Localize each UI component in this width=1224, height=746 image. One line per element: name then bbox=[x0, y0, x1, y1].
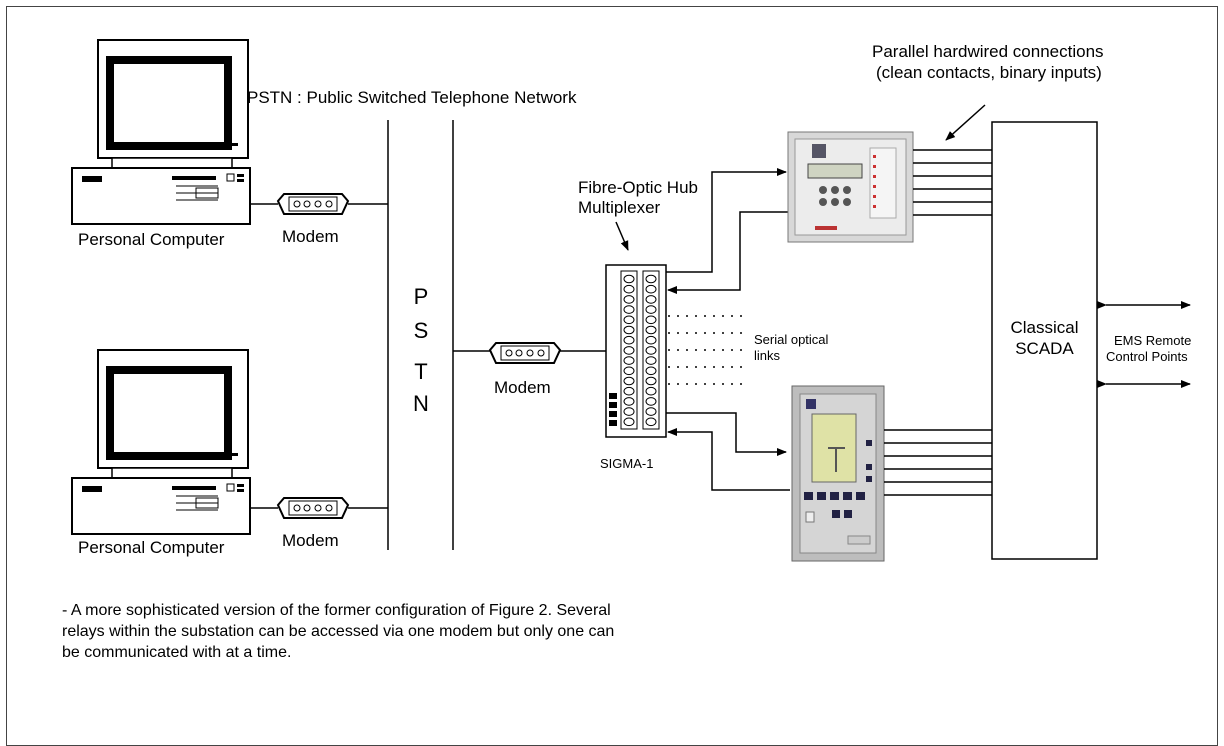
personal-computer-icon bbox=[71, 349, 251, 535]
network-diagram bbox=[71, 39, 1191, 562]
hub-pointer-arrow bbox=[615, 221, 629, 251]
hub-port-icon bbox=[623, 335, 635, 345]
hub-port-icon bbox=[645, 274, 657, 284]
hub-port-icon bbox=[645, 376, 657, 386]
hub-port-icon bbox=[623, 325, 635, 335]
modem-icon bbox=[276, 193, 350, 215]
hardwired-lines-bottom bbox=[884, 429, 992, 496]
pstn-letter-s: S bbox=[413, 318, 429, 343]
hardwired-lines-top bbox=[913, 149, 992, 216]
hub-port-icon bbox=[645, 335, 657, 345]
hub-port-icon bbox=[645, 386, 657, 396]
hub-port-icon bbox=[623, 376, 635, 386]
scada-label-line1: Classical bbox=[1010, 318, 1079, 337]
hardwired-pointer-arrow bbox=[945, 104, 986, 141]
personal-computer-icon bbox=[71, 39, 251, 225]
serial-optical-links bbox=[668, 315, 745, 385]
ems-label-line2: Control Points bbox=[1106, 349, 1188, 364]
hub-port-icon bbox=[623, 315, 635, 325]
pstn-title: PSTN : Public Switched Telephone Network bbox=[247, 88, 577, 107]
hub-port-icon bbox=[645, 346, 657, 355]
hub-relay-arrows bbox=[666, 168, 790, 491]
hub-port-icon bbox=[645, 407, 657, 416]
pstn-letter-t: T bbox=[414, 359, 428, 384]
hub-name: SIGMA-1 bbox=[600, 456, 654, 471]
hub-port-icon bbox=[645, 284, 657, 294]
ems-arrows bbox=[1097, 301, 1191, 388]
modem-label: Modem bbox=[282, 531, 339, 550]
hub-port-icon bbox=[645, 305, 657, 314]
hub-port-icon bbox=[645, 315, 657, 325]
computer-label: Personal Computer bbox=[78, 230, 225, 249]
scada-box bbox=[991, 121, 1098, 560]
hub-port-icon bbox=[623, 366, 635, 376]
hub-port-icon bbox=[623, 346, 635, 355]
protection-relay-icon bbox=[787, 131, 914, 243]
hub-port-icon bbox=[623, 397, 635, 406]
scada-label-line2: SCADA bbox=[1015, 339, 1074, 358]
hub-port-icon bbox=[623, 295, 635, 304]
hub-port-icon bbox=[645, 417, 657, 427]
hub-port-icon bbox=[645, 295, 657, 304]
hub-port-icon bbox=[623, 356, 635, 365]
hub-port-icon bbox=[623, 407, 635, 416]
computer-label: Personal Computer bbox=[78, 538, 225, 557]
serial-links-label-line1: Serial optical bbox=[754, 332, 829, 347]
pstn-letter-n: N bbox=[413, 391, 429, 416]
modem-icon bbox=[488, 342, 562, 364]
hub-title-line2: Multiplexer bbox=[578, 198, 661, 217]
fibre-optic-hub-icon bbox=[605, 264, 667, 438]
ems-label-line1: EMS Remote bbox=[1114, 333, 1192, 348]
hub-port-icon bbox=[623, 274, 635, 284]
modem-icon bbox=[276, 497, 350, 519]
modem-label: Modem bbox=[282, 227, 339, 246]
hub-port-icon bbox=[645, 325, 657, 335]
hub-port-icon bbox=[623, 417, 635, 427]
hub-port-icon bbox=[623, 284, 635, 294]
pstn-letter-p: P bbox=[413, 284, 429, 309]
hardwired-label-line1: Parallel hardwired connections bbox=[872, 42, 1104, 61]
protection-relay-icon bbox=[791, 385, 885, 562]
hub-title-line1: Fibre-Optic Hub bbox=[578, 178, 698, 197]
hub-port-icon bbox=[645, 366, 657, 376]
connection-lines bbox=[250, 203, 606, 509]
serial-links-label-line2: links bbox=[754, 348, 781, 363]
hub-port-icon bbox=[623, 386, 635, 396]
modem-label: Modem bbox=[494, 378, 551, 397]
hub-port-icon bbox=[645, 356, 657, 365]
hub-port-icon bbox=[645, 397, 657, 406]
caption-note: - A more sophisticated version of the fo… bbox=[62, 602, 615, 661]
hardwired-label-line2: (clean contacts, binary inputs) bbox=[876, 63, 1102, 82]
hub-port-icon bbox=[623, 305, 635, 314]
